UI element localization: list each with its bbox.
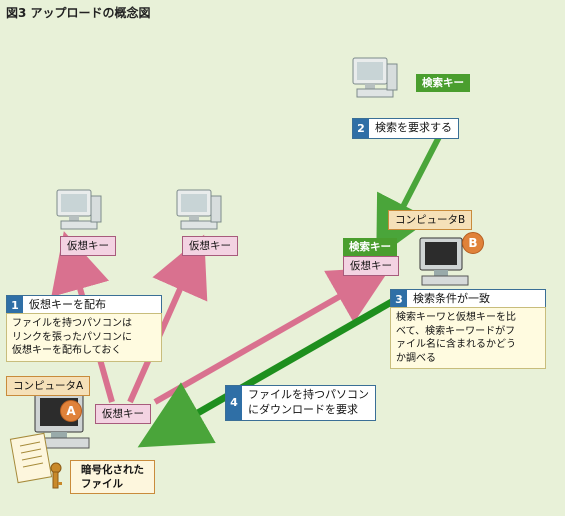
search-key-tag-b: 検索キー [343, 238, 397, 257]
step-3: 3 検索条件が一致 [390, 289, 546, 310]
step-2-text: 検索を要求する [375, 121, 452, 134]
step-4-text-line-1: ファイルを持つパソコン [248, 388, 369, 401]
step-1-note-line-1: ファイルを持つパソコンは [12, 318, 132, 329]
search-pc [352, 57, 398, 98]
arrow-download-request [137, 296, 397, 448]
step-2-number: 2 [353, 119, 369, 138]
key-icon [50, 462, 62, 489]
badge-a: A [60, 400, 82, 422]
step-3-note-line-1: 検索キーワと仮想キーを比 [396, 312, 516, 323]
virtual-key-tag-a: 仮想キー [95, 404, 151, 425]
encrypted-file-line-2: ファイル [81, 478, 123, 491]
step-1: 1 仮想キーを配布 [6, 295, 162, 316]
virtual-key-tag-left: 仮想キー [60, 236, 116, 257]
encrypted-file-label: 暗号化された ファイル [70, 460, 155, 495]
computer-b-label: コンピュータB [388, 210, 473, 231]
computer-b-pc [419, 237, 469, 286]
arrow-to-computer-b [153, 267, 392, 405]
encrypted-file-line-1: 暗号化された [81, 464, 144, 476]
step-3-note-line-4: か調べる [396, 352, 436, 364]
step-1-number: 1 [7, 296, 23, 315]
computer-a-label: コンピュータA [6, 376, 91, 397]
step-1-note-line-2: リンクを張ったパソコンに [12, 331, 132, 343]
step-3-note: 検索キーワと仮想キーを比 べて、検索キーワードがフ ァイル名に含まれるかどう か… [390, 307, 546, 369]
step-1-note: ファイルを持つパソコンは リンクを張ったパソコンに 仮想キーを配布しておく [6, 313, 162, 362]
step-3-note-line-3: ァイル名に含まれるかどう [396, 339, 516, 350]
pc-left [56, 189, 102, 230]
virtual-key-tag-b: 仮想キー [343, 256, 399, 277]
figure-title: 図3 アップロードの概念図 [6, 6, 151, 20]
step-4: 4 ファイルを持つパソコン にダウンロードを要求 [225, 385, 376, 421]
step-3-note-line-2: べて、検索キーワードがフ [396, 325, 516, 337]
step-4-text-line-2: にダウンロードを要求 [248, 402, 358, 416]
pc-middle [176, 189, 222, 230]
search-key-tag-top: 検索キー [416, 74, 470, 93]
step-3-number: 3 [391, 290, 407, 309]
step-3-text: 検索条件が一致 [413, 292, 490, 305]
step-1-note-line-3: 仮想キーを配布しておく [12, 345, 122, 356]
virtual-key-tag-middle: 仮想キー [182, 236, 238, 257]
step-4-number: 4 [226, 386, 242, 420]
badge-b: B [462, 232, 484, 254]
document-icon [9, 432, 53, 484]
step-1-text: 仮想キーを配布 [29, 298, 106, 311]
step-2: 2 検索を要求する [352, 118, 459, 139]
step-4-text: ファイルを持つパソコン にダウンロードを要求 [242, 386, 375, 420]
